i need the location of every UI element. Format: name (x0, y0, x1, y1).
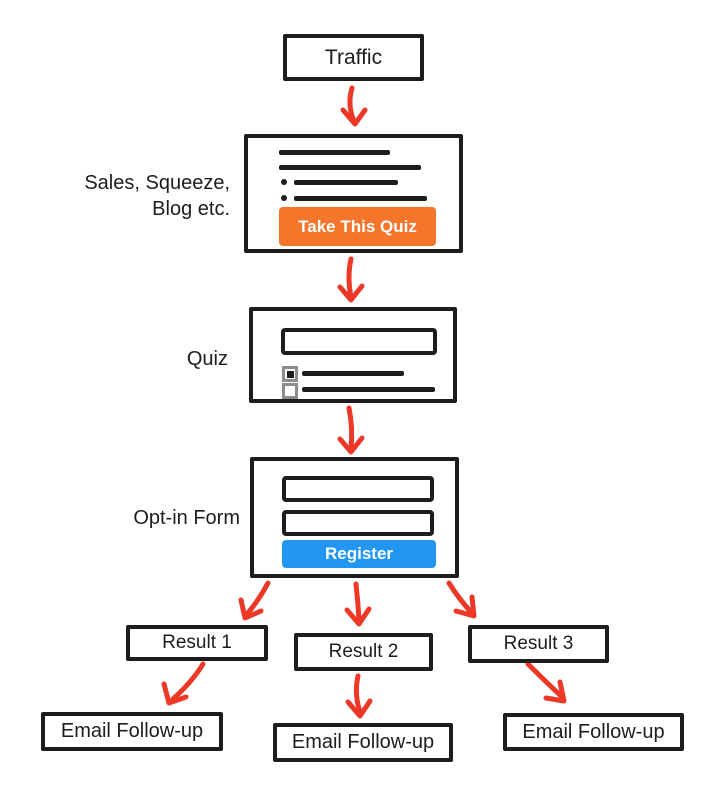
result-2-node: Result 2 (294, 633, 433, 671)
result-2-label: Result 2 (328, 641, 399, 662)
email-followup-2-label: Email Follow-up (291, 731, 435, 753)
mock-text-line (294, 180, 398, 185)
landing-page-side-label: Sales, Squeeze, Blog etc. (60, 170, 230, 222)
arrow-result2-to-email2-icon (345, 673, 373, 719)
register-button-label: Register (324, 544, 394, 563)
mock-name-field (282, 476, 434, 502)
email-followup-3-node: Email Follow-up (503, 713, 684, 751)
arrow-result3-to-email3-icon (525, 661, 567, 704)
bullet-point-icon (281, 195, 287, 201)
arrow-optin-to-result2-icon (344, 581, 372, 627)
checkbox-checked-icon (282, 366, 298, 382)
optin-form-side-label-text: Opt-in Form (133, 507, 240, 529)
email-followup-3-label: Email Follow-up (522, 720, 665, 743)
optin-form-side-label: Opt-in Form (80, 505, 240, 531)
mock-answer-line (302, 371, 404, 376)
result-3-node: Result 3 (468, 625, 609, 663)
arrow-optin-to-result1-icon (238, 580, 271, 621)
email-followup-1-label: Email Follow-up (60, 720, 204, 742)
quiz-side-label-text: Quiz (186, 348, 228, 370)
landing-page-side-label-line2: Blog etc. (152, 198, 230, 220)
email-followup-1-node: Email Follow-up (41, 712, 223, 751)
take-this-quiz-button: Take This Quiz (279, 207, 436, 246)
bullet-point-icon (281, 179, 287, 185)
mock-text-line (279, 165, 421, 170)
arrow-result1-to-email1-icon (161, 661, 206, 706)
mock-text-line (279, 150, 390, 155)
mock-answer-line (302, 387, 435, 392)
email-followup-2-node: Email Follow-up (273, 723, 453, 762)
result-1-label: Result 1 (162, 632, 232, 653)
landing-page-side-label-line1: Sales, Squeeze, (84, 172, 230, 194)
traffic-label: Traffic (324, 45, 383, 69)
take-this-quiz-button-label: Take This Quiz (298, 216, 417, 236)
traffic-node: Traffic (283, 34, 424, 81)
checkbox-tick (286, 370, 294, 378)
register-button: Register (282, 540, 436, 568)
quiz-side-label: Quiz (100, 346, 228, 372)
mock-question-field (281, 328, 437, 355)
arrow-landing-to-quiz-icon (337, 256, 365, 303)
landing-page-node: Take This Quiz (244, 134, 463, 253)
mock-text-line (294, 196, 427, 201)
arrow-quiz-to-optin-icon (337, 405, 365, 455)
optin-form-node: Register (250, 457, 459, 578)
quiz-node (249, 307, 457, 403)
mock-email-field (282, 510, 434, 536)
checkbox-unchecked-icon (282, 383, 298, 399)
arrow-optin-to-result3-icon (446, 580, 477, 619)
arrow-traffic-to-landing-icon (340, 85, 368, 127)
result-3-label: Result 3 (503, 633, 574, 654)
result-1-node: Result 1 (126, 625, 268, 661)
